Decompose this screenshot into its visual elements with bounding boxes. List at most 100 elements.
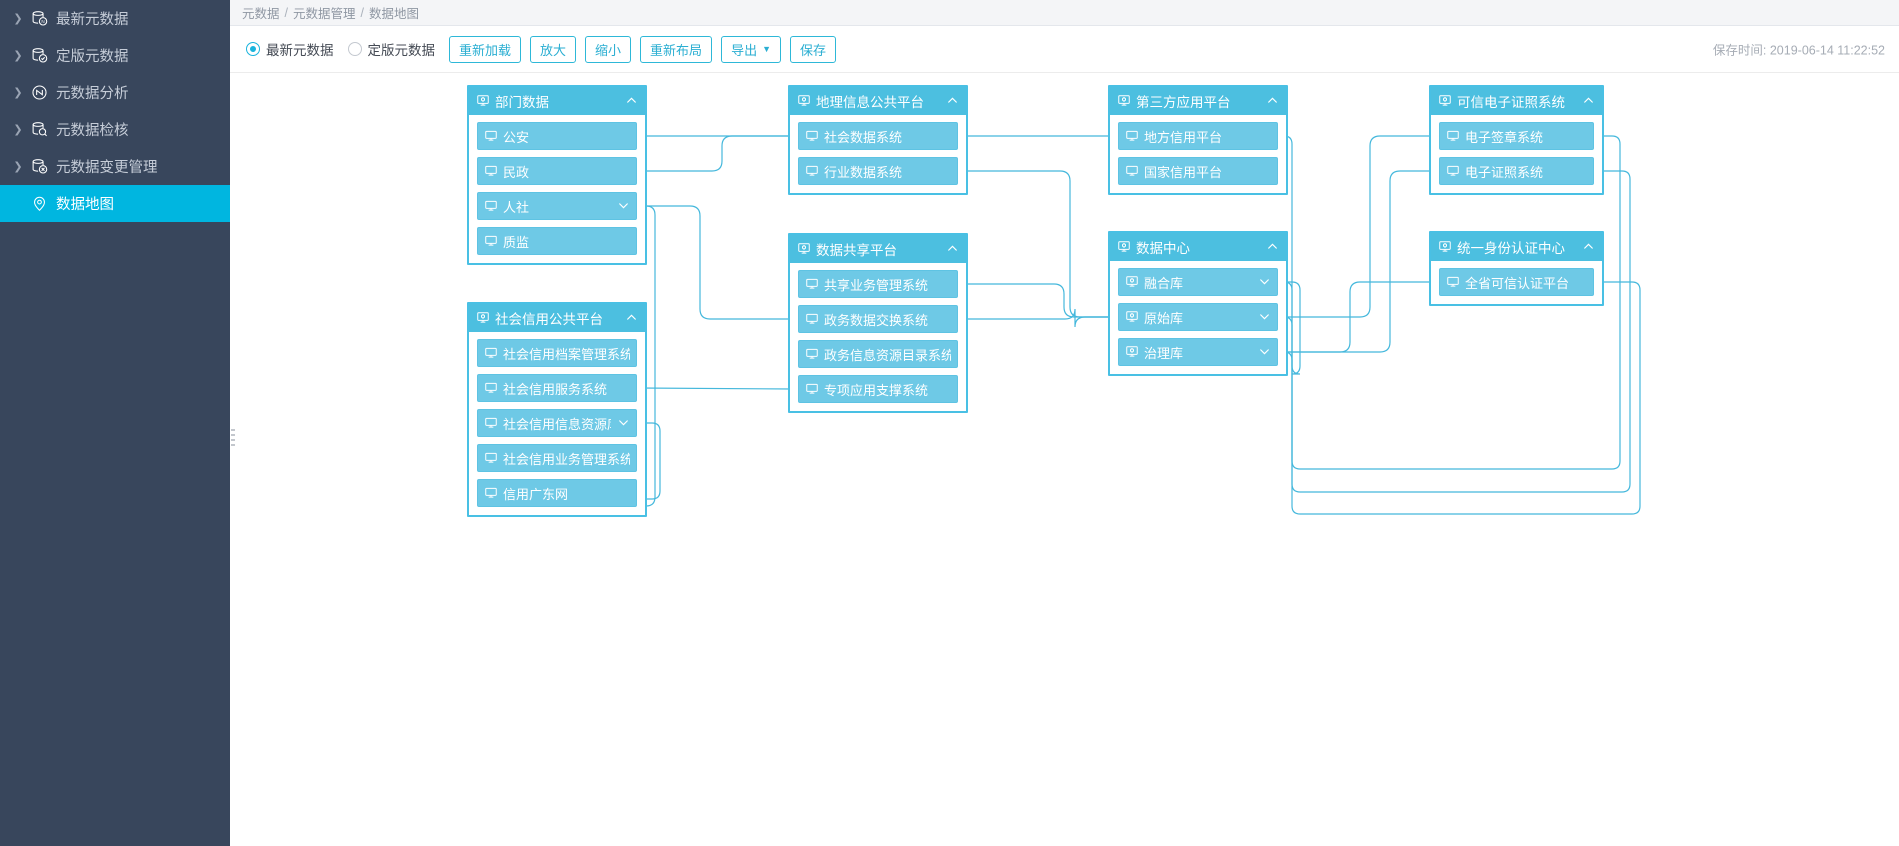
node-unified-identity-center-0[interactable]: 全省可信认证平台 [1439, 268, 1594, 296]
node-label: 原始库 [1144, 310, 1184, 326]
group-header-trusted-ecert-system[interactable]: 可信电子证照系统 [1431, 87, 1602, 115]
sidebar-item-data-map[interactable]: ❯ 数据地图 [0, 185, 230, 222]
monitor-icon [484, 451, 498, 465]
node-dept-data-2[interactable]: 人社 [477, 192, 637, 220]
node-social-credit-platform-1[interactable]: 社会信用服务系统 [477, 374, 637, 402]
sidebar-item-metadata-analysis[interactable]: ❯ 元数据分析 [0, 74, 230, 111]
node-data-center-2[interactable]: 治理库 [1118, 338, 1278, 366]
node-data-share-platform-0[interactable]: 共享业务管理系统 [798, 270, 958, 298]
group-body-data-share-platform: 共享业务管理系统政务数据交换系统政务信息资源目录系统专项应用支撑系统 [790, 263, 966, 411]
zoom-in-button[interactable]: 放大 [530, 35, 577, 63]
node-label: 质监 [503, 234, 530, 250]
database-check-icon [26, 47, 52, 64]
save-button[interactable]: 保存 [790, 35, 837, 63]
sidebar-item-metadata-change-mgmt[interactable]: ❯ 元数据变更管理 [0, 148, 230, 185]
monitor-icon [484, 129, 498, 143]
group-monitor-icon [797, 94, 811, 108]
database-x-icon [26, 158, 52, 175]
chevron-up-icon[interactable] [1266, 240, 1279, 255]
chevron-right-icon: ❯ [13, 124, 23, 136]
sidebar-item-versioned-metadata[interactable]: ❯ 定版元数据 [0, 37, 230, 74]
radio-versioned-metadata[interactable]: 定版元数据 [347, 39, 435, 59]
chevron-down-icon[interactable] [1258, 345, 1271, 360]
radio-latest-metadata[interactable]: 最新元数据 [246, 39, 334, 59]
node-label: 地方信用平台 [1144, 129, 1223, 145]
group-third-party-platform[interactable]: 第三方应用平台地方信用平台国家信用平台 [1108, 85, 1288, 195]
group-data-share-platform[interactable]: 数据共享平台共享业务管理系统政务数据交换系统政务信息资源目录系统专项应用支撑系统 [788, 233, 968, 413]
node-geo-info-platform-1[interactable]: 行业数据系统 [798, 157, 958, 185]
sidebar-item-metadata-check[interactable]: ❯ 元数据检核 [0, 111, 230, 148]
group-header-data-share-platform[interactable]: 数据共享平台 [790, 235, 966, 263]
group-body-geo-info-platform: 社会数据系统行业数据系统 [790, 115, 966, 193]
monitor-icon [805, 312, 819, 326]
node-geo-info-platform-0[interactable]: 社会数据系统 [798, 122, 958, 150]
node-data-center-0[interactable]: 融合库 [1118, 268, 1278, 296]
group-header-third-party-platform[interactable]: 第三方应用平台 [1110, 87, 1286, 115]
group-trusted-ecert-system[interactable]: 可信电子证照系统电子签章系统电子证照系统 [1429, 85, 1604, 195]
group-header-dept-data[interactable]: 部门数据 [469, 87, 645, 115]
group-social-credit-platform[interactable]: 社会信用公共平台社会信用档案管理系统社会信用服务系统社会信用信息资源库社会信用业… [467, 302, 647, 517]
chevron-up-icon[interactable] [625, 94, 638, 109]
metadata-mode-radio-group: 最新元数据 定版元数据 [246, 39, 449, 59]
map-pin-icon [26, 195, 52, 212]
group-monitor-icon [1125, 275, 1139, 289]
chevron-up-icon[interactable] [946, 242, 959, 257]
chevron-up-icon[interactable] [1582, 240, 1595, 255]
node-data-share-platform-3[interactable]: 专项应用支撑系统 [798, 375, 958, 403]
node-social-credit-platform-0[interactable]: 社会信用档案管理系统 [477, 339, 637, 367]
data-map-canvas[interactable]: 部门数据公安民政人社质监社会信用公共平台社会信用档案管理系统社会信用服务系统社会… [230, 74, 1899, 846]
group-monitor-icon [476, 94, 490, 108]
chevron-down-icon[interactable] [617, 416, 630, 431]
group-header-social-credit-platform[interactable]: 社会信用公共平台 [469, 304, 645, 332]
chevron-up-icon[interactable] [946, 94, 959, 109]
zoom-out-button[interactable]: 缩小 [585, 35, 632, 63]
node-label: 国家信用平台 [1144, 164, 1223, 180]
monitor-icon [1446, 129, 1460, 143]
monitor-icon [484, 199, 498, 213]
node-dept-data-0[interactable]: 公安 [477, 122, 637, 150]
node-data-center-1[interactable]: 原始库 [1118, 303, 1278, 331]
group-header-unified-identity-center[interactable]: 统一身份认证中心 [1431, 233, 1602, 261]
chevron-up-icon[interactable] [625, 311, 638, 326]
group-header-data-center[interactable]: 数据中心 [1110, 233, 1286, 261]
chevron-right-icon: ❯ [13, 13, 23, 25]
database-search-icon [26, 121, 52, 138]
node-data-share-platform-2[interactable]: 政务信息资源目录系统 [798, 340, 958, 368]
group-monitor-icon [1125, 310, 1139, 324]
group-monitor-icon [797, 242, 811, 256]
chevron-up-icon[interactable] [1266, 94, 1279, 109]
node-social-credit-platform-3[interactable]: 社会信用业务管理系统 [477, 444, 637, 472]
group-header-geo-info-platform[interactable]: 地理信息公共平台 [790, 87, 966, 115]
node-dept-data-3[interactable]: 质监 [477, 227, 637, 255]
breadcrumb: 元数据 / 元数据管理 / 数据地图 [230, 0, 1899, 26]
chevron-down-icon[interactable] [1258, 310, 1271, 325]
export-button[interactable]: 导出 ▼ [721, 35, 781, 63]
group-title: 社会信用公共平台 [495, 312, 603, 327]
group-dept-data[interactable]: 部门数据公安民政人社质监 [467, 85, 647, 265]
node-trusted-ecert-system-0[interactable]: 电子签章系统 [1439, 122, 1594, 150]
sidebar-item-latest-metadata[interactable]: ❯ N 最新元数据 [0, 0, 230, 37]
canvas-scroll-handle[interactable] [230, 426, 236, 452]
group-data-center[interactable]: 数据中心融合库原始库治理库 [1108, 231, 1288, 376]
group-body-data-center: 融合库原始库治理库 [1110, 261, 1286, 374]
node-trusted-ecert-system-1[interactable]: 电子证照系统 [1439, 157, 1594, 185]
group-monitor-icon [1117, 240, 1131, 254]
chevron-up-icon[interactable] [1582, 94, 1595, 109]
breadcrumb-separator: / [360, 5, 364, 20]
node-third-party-platform-1[interactable]: 国家信用平台 [1118, 157, 1278, 185]
node-social-credit-platform-4[interactable]: 信用广东网 [477, 479, 637, 507]
node-label: 政务数据交换系统 [824, 312, 929, 328]
chevron-down-icon[interactable] [617, 199, 630, 214]
node-social-credit-platform-2[interactable]: 社会信用信息资源库 [477, 409, 637, 437]
node-data-share-platform-1[interactable]: 政务数据交换系统 [798, 305, 958, 333]
group-unified-identity-center[interactable]: 统一身份认证中心全省可信认证平台 [1429, 231, 1604, 306]
node-third-party-platform-0[interactable]: 地方信用平台 [1118, 122, 1278, 150]
node-label: 电子签章系统 [1465, 129, 1544, 145]
chevron-down-icon[interactable] [1258, 275, 1271, 290]
reload-button[interactable]: 重新加载 [449, 35, 522, 63]
breadcrumb-item-metadata-mgmt[interactable]: 元数据管理 [293, 7, 356, 21]
relayout-button[interactable]: 重新布局 [640, 35, 713, 63]
node-dept-data-1[interactable]: 民政 [477, 157, 637, 185]
breadcrumb-item-root[interactable]: 元数据 [242, 7, 280, 21]
group-geo-info-platform[interactable]: 地理信息公共平台社会数据系统行业数据系统 [788, 85, 968, 195]
